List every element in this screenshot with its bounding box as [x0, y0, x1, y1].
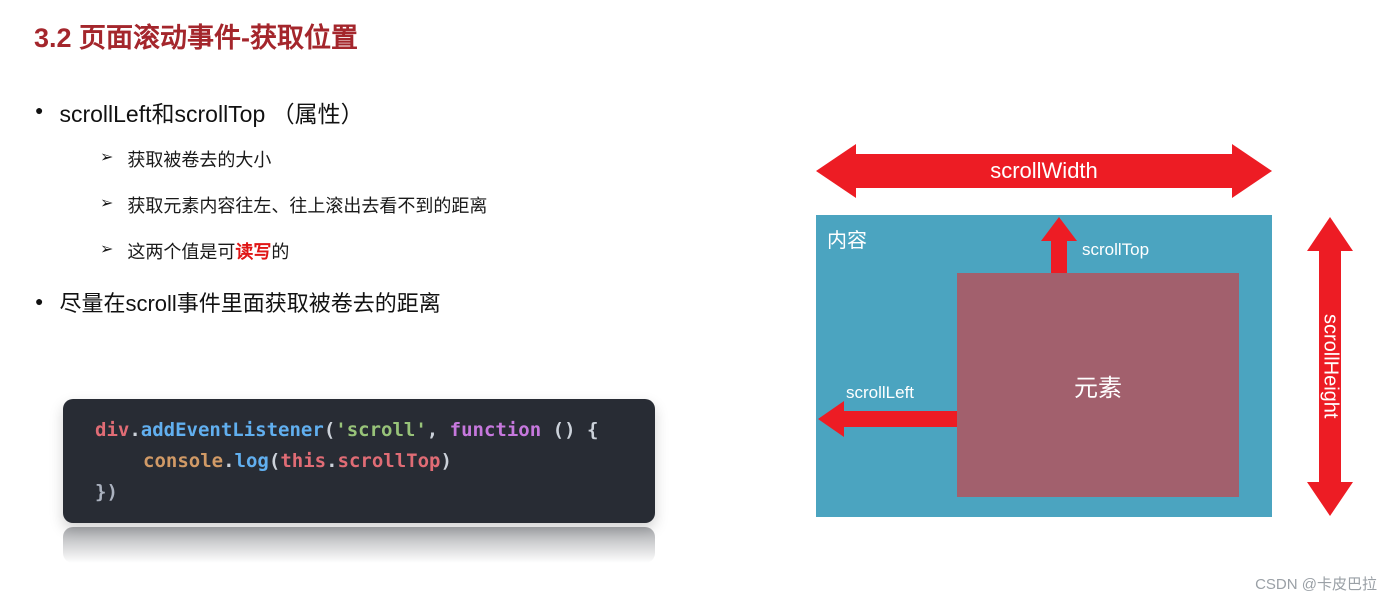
arrow-left-head-icon [816, 144, 856, 198]
code-token: . [223, 450, 235, 472]
code-token: div [95, 419, 130, 441]
arrow-up-head-icon [1041, 217, 1077, 241]
code-token: scrollTop [337, 450, 441, 472]
watermark: CSDN @卡皮巴拉 [1255, 576, 1377, 593]
content-label: 内容 [827, 230, 867, 252]
code-token: addEventListener [140, 419, 324, 441]
code-line-2: console.log(this.scrollTop) [95, 446, 655, 477]
arrowhead-bullet-icon: ➢ [100, 149, 114, 166]
arrow-up-head-icon [1307, 217, 1353, 251]
code-token: . [326, 450, 338, 472]
read-write-highlight: 读写 [235, 242, 272, 262]
scrollheight-label: scrollHeight [1319, 314, 1342, 419]
code-token: ( [268, 450, 281, 472]
scrollheight-arrow-bar: scrollHeight [1319, 251, 1342, 482]
code-token: . [129, 419, 141, 441]
code-block: div.addEventListener('scroll', function … [63, 399, 655, 523]
sub-bullet-label: 这两个值是可读写的 [127, 238, 289, 264]
arrow-right-head-icon [1232, 144, 1272, 198]
scrollwidth-arrow-bar: scrollWidth [856, 154, 1232, 188]
code-token: 'scroll' [335, 419, 427, 441]
code-token: ( [323, 419, 336, 441]
element-box: 元素 [957, 273, 1239, 497]
scrollheight-arrow: scrollHeight [1307, 217, 1353, 516]
code-token: () { [541, 419, 599, 441]
scrollleft-label: scrollLeft [846, 383, 915, 402]
bullet-item-scroll-props: ● scrollLeft和scrollTop （属性） [35, 95, 364, 129]
sub-bullet-3: ➢ 这两个值是可读写的 [100, 238, 289, 264]
code-token: , [426, 419, 450, 441]
code-token: function [449, 419, 542, 441]
scrollwidth-label: scrollWidth [990, 158, 1098, 183]
code-token: }) [95, 481, 118, 503]
scrolltop-arrow [1041, 217, 1077, 273]
scrolltop-arrow-bar [1051, 241, 1067, 273]
scrollleft-arrow-bar [844, 411, 957, 427]
code-line-3: }) [95, 477, 655, 508]
code-token: ) [440, 450, 452, 472]
page-title: 3.2 页面滚动事件-获取位置 [34, 23, 359, 53]
code-token: log [234, 450, 269, 472]
sub-bullet-label: 获取被卷去的大小 [127, 150, 272, 170]
code-block-reflection [63, 527, 655, 563]
sub-bullet-1: ➢ 获取被卷去的大小 [100, 146, 271, 172]
arrow-down-head-icon [1307, 482, 1353, 516]
bullet-dot-icon: ● [35, 293, 44, 309]
arrowhead-bullet-icon: ➢ [100, 241, 114, 258]
code-line-1: div.addEventListener('scroll', function … [95, 415, 655, 446]
scrollwidth-arrow: scrollWidth [816, 144, 1272, 198]
bullet-item-scroll-event: ● 尽量在scroll事件里面获取被卷去的距离 [35, 286, 441, 318]
arrowhead-bullet-icon: ➢ [100, 195, 114, 212]
sub-bullet-2: ➢ 获取元素内容往左、往上滚出去看不到的距离 [100, 192, 487, 218]
sub-bullet-text-pre: 这两个值是可 [127, 242, 236, 262]
bullet-item-label: 尽量在scroll事件里面获取被卷去的距离 [59, 291, 441, 316]
element-label: 元素 [1074, 374, 1122, 402]
sub-bullet-text-post: 的 [271, 242, 290, 262]
bullet-item-label: scrollLeft和scrollTop （属性） [59, 101, 364, 127]
code-token: console [143, 450, 224, 472]
bullet-dot-icon: ● [35, 102, 44, 118]
code-token: this [280, 450, 327, 472]
sub-bullet-label: 获取元素内容往左、往上滚出去看不到的距离 [127, 196, 488, 216]
scrolltop-label: scrollTop [1082, 240, 1150, 259]
scrollleft-arrow [818, 401, 957, 437]
arrow-left-head-icon [818, 401, 844, 437]
